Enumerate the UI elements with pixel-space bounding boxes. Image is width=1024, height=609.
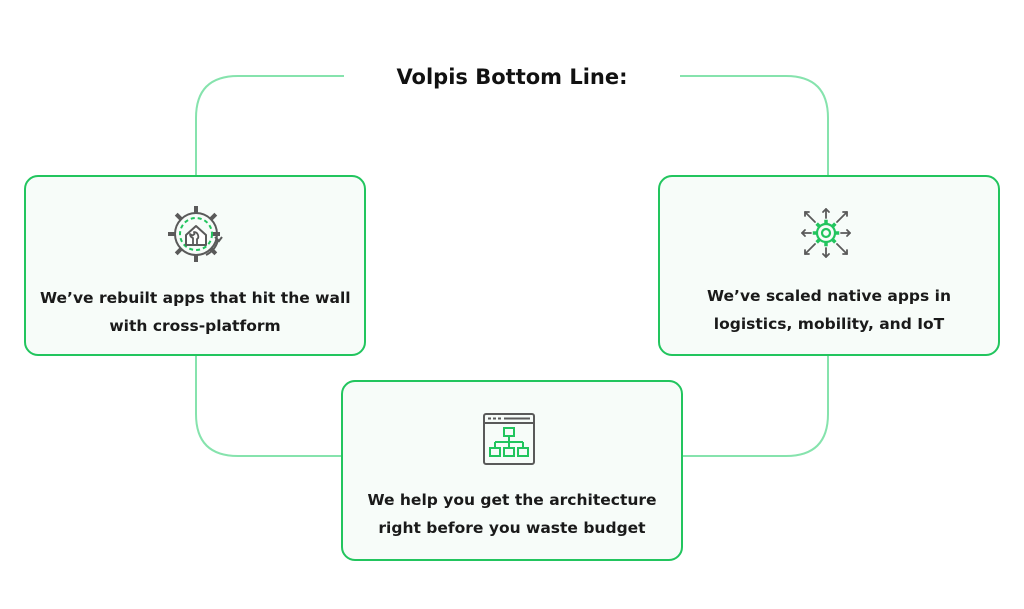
- card-text-line: right before you waste budget: [378, 519, 646, 537]
- card-architecture-text: We help you get the architecture right b…: [357, 486, 667, 542]
- card-text-line: logistics, mobility, and IoT: [713, 315, 945, 333]
- card-scaled-native-apps: We’ve scaled native apps in logistics, m…: [658, 175, 1000, 356]
- gear-house-wrench-icon: [166, 204, 226, 264]
- browser-sitemap-icon: [479, 409, 539, 469]
- card-text-line: We’ve scaled native apps in: [707, 287, 951, 305]
- card-rebuilt-apps: We’ve rebuilt apps that hit the wall wit…: [24, 175, 366, 356]
- card-text-line: We help you get the architecture: [367, 491, 657, 509]
- gear-expand-arrows-icon: [796, 203, 856, 263]
- card-architecture: We help you get the architecture right b…: [341, 380, 683, 561]
- card-text-line: We’ve rebuilt apps that hit the wall: [40, 289, 351, 307]
- card-scaled-native-apps-text: We’ve scaled native apps in logistics, m…: [674, 282, 984, 338]
- card-rebuilt-apps-text: We’ve rebuilt apps that hit the wall wit…: [40, 284, 351, 340]
- card-text-line: with cross-platform: [109, 317, 281, 335]
- diagram-title: Volpis Bottom Line:: [396, 65, 628, 89]
